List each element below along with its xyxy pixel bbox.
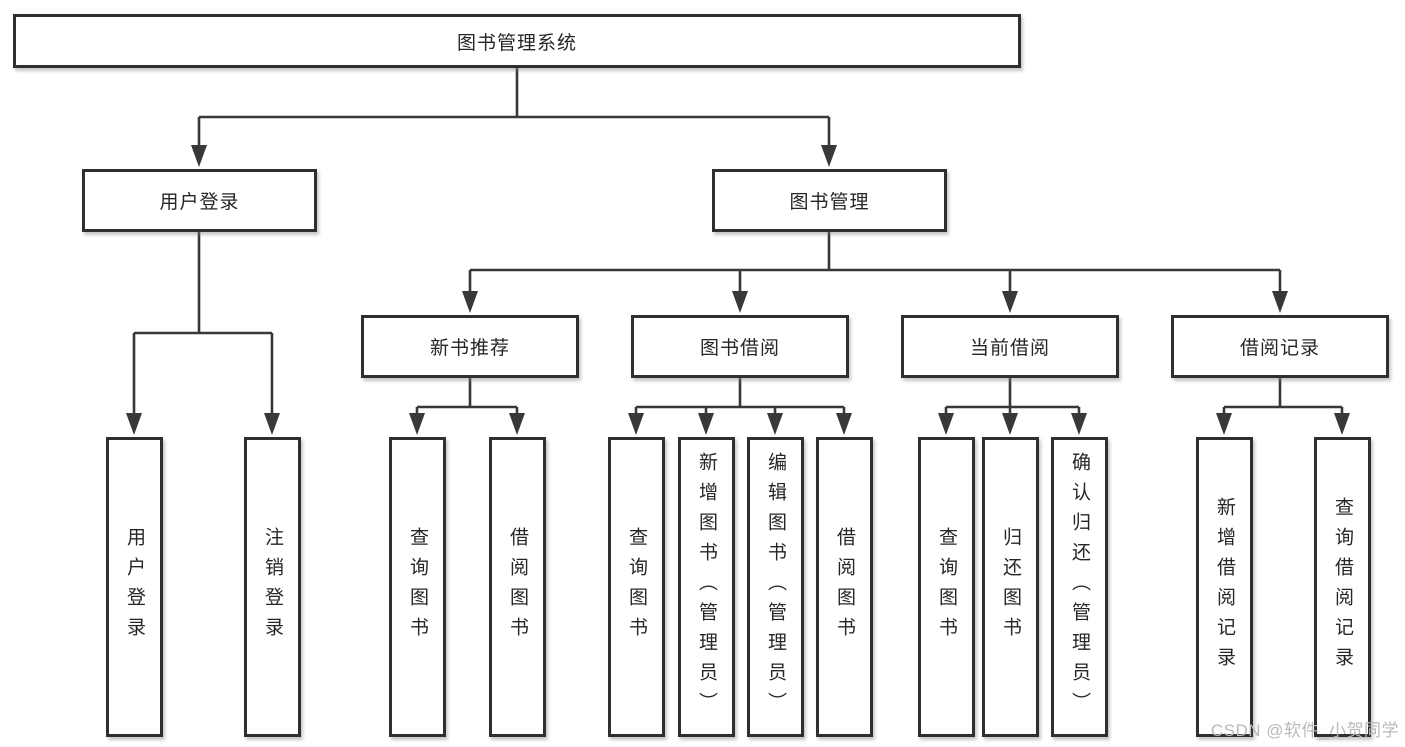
node-label: 新书推荐 [429, 338, 510, 359]
node-current-borrow: 当前借阅 [901, 315, 1119, 378]
leaf-label: 查询图书 [407, 527, 428, 647]
node-label: 当前借阅 [969, 338, 1050, 359]
leaf-label: 编辑图书（管理员） [765, 452, 786, 722]
leaf-query-borrow-record: 查询借阅记录 [1314, 437, 1371, 737]
leaf-logout: 注销登录 [244, 437, 301, 737]
node-new-book-recommend: 新书推荐 [361, 315, 579, 378]
node-label: 图书管理系统 [456, 32, 577, 54]
node-book-management: 图书管理 [712, 169, 947, 232]
node-label: 借阅记录 [1239, 338, 1320, 359]
leaf-label: 注销登录 [262, 527, 283, 647]
leaf-edit-books-admin: 编辑图书（管理员） [747, 437, 804, 737]
leaf-label: 确认归还（管理员） [1069, 452, 1090, 722]
leaf-label: 查询图书 [936, 527, 957, 647]
leaf-label: 归还图书 [1000, 527, 1021, 647]
node-label: 用户登录 [159, 192, 240, 213]
leaf-user-login: 用户登录 [106, 437, 163, 737]
leaf-query-books-borrow: 查询图书 [608, 437, 665, 737]
leaf-add-borrow-record: 新增借阅记录 [1196, 437, 1253, 737]
leaf-confirm-return-admin: 确认归还（管理员） [1051, 437, 1108, 737]
node-borrow-records: 借阅记录 [1171, 315, 1389, 378]
leaf-label: 查询借阅记录 [1332, 497, 1353, 677]
node-label: 图书管理 [789, 192, 870, 213]
leaf-label: 借阅图书 [507, 527, 528, 647]
node-label: 图书借阅 [699, 338, 780, 359]
leaf-label: 用户登录 [124, 527, 145, 647]
leaf-label: 借阅图书 [834, 527, 855, 647]
csdn-watermark: CSDN @软件_小贺同学 [1210, 721, 1399, 740]
node-book-borrow: 图书借阅 [631, 315, 849, 378]
leaf-query-books-recommend: 查询图书 [389, 437, 446, 737]
leaf-label: 新增图书（管理员） [696, 452, 717, 722]
leaf-borrow-books: 借阅图书 [816, 437, 873, 737]
leaf-label: 查询图书 [626, 527, 647, 647]
node-system-root: 图书管理系统 [13, 14, 1021, 68]
leaf-add-books-admin: 新增图书（管理员） [678, 437, 735, 737]
leaf-query-books-current: 查询图书 [918, 437, 975, 737]
leaf-return-books: 归还图书 [982, 437, 1039, 737]
node-user-login: 用户登录 [82, 169, 317, 232]
leaf-borrow-books-recommend: 借阅图书 [489, 437, 546, 737]
leaf-label: 新增借阅记录 [1214, 497, 1235, 677]
